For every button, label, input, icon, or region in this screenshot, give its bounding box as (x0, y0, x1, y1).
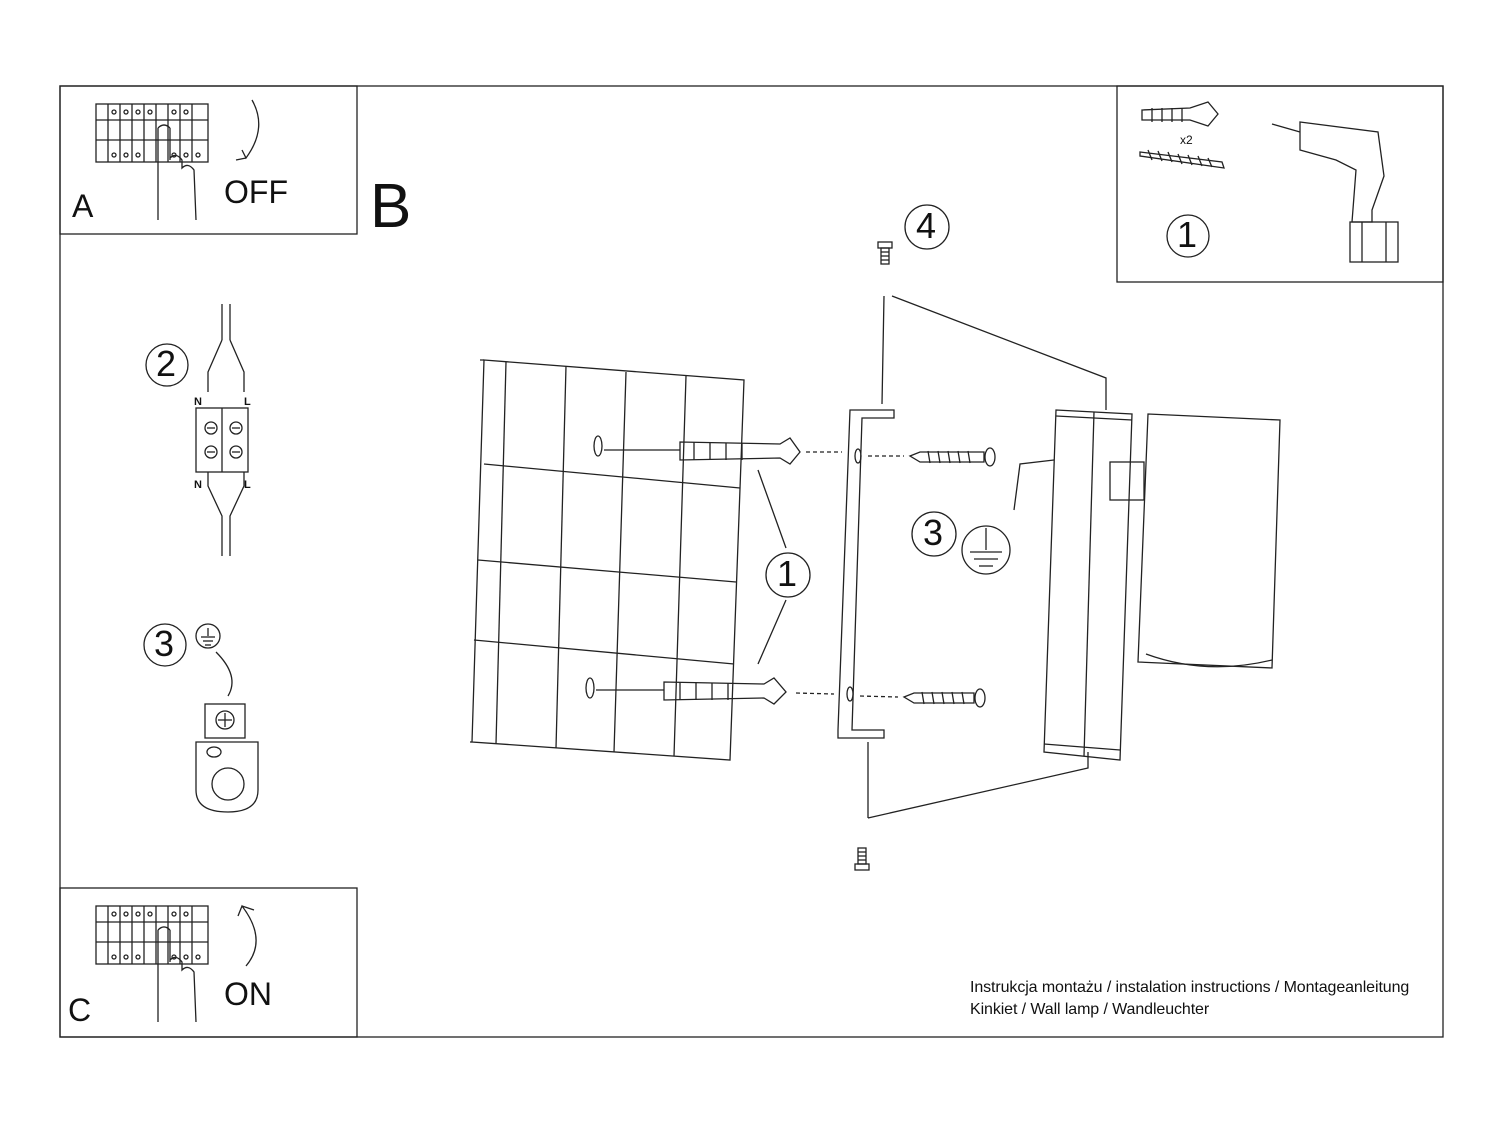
tiled-wall (470, 359, 745, 761)
leader-line (881, 295, 1107, 410)
wall-plug-icon (1141, 101, 1219, 127)
off-label: OFF (224, 174, 288, 210)
step-circle (765, 552, 811, 598)
panel-b-letter: B (370, 172, 412, 241)
step-number-dowels: 1 (777, 553, 798, 594)
caption-line-1: Instrukcja montażu / instalation instruc… (970, 979, 1410, 996)
terminal-block-icon (195, 304, 249, 556)
step-circle (145, 343, 189, 387)
step-circle (911, 511, 957, 557)
leader-line (867, 742, 1089, 819)
circuit-breaker-icon (95, 905, 209, 965)
arrow-icon (237, 904, 257, 967)
hand-icon (157, 926, 197, 1023)
step-circle (904, 204, 950, 250)
ground-terminal-icon (195, 703, 259, 813)
on-label: ON (224, 976, 272, 1012)
mounting-bracket (795, 409, 904, 739)
screw-icon (902, 688, 986, 708)
step-number-ground: 3 (154, 623, 175, 664)
panel-c-frame (59, 887, 358, 1038)
quantity-label: x2 (1180, 133, 1193, 147)
caption-line-2: Kinkiet / Wall lamp / Wandleuchter (970, 1001, 1210, 1018)
panel-c-letter: C (68, 992, 92, 1028)
wall-plug-icon (593, 435, 801, 465)
outer-frame (59, 85, 1444, 1038)
live-bottom-label: L (244, 479, 251, 491)
ground-wire (1013, 459, 1055, 511)
drill-icon (1271, 121, 1399, 263)
step-circle (1166, 214, 1210, 258)
neutral-bottom-label: N (194, 479, 202, 491)
live-top-label: L (244, 396, 251, 408)
hand-icon (157, 124, 197, 221)
ground-wire (215, 651, 233, 697)
panel-a-letter: A (72, 188, 94, 224)
screw-icon (877, 241, 893, 265)
screw-icon (1139, 149, 1225, 169)
step-number-ground-main: 3 (923, 512, 944, 553)
tools-frame (1116, 85, 1444, 283)
panel-a-frame (59, 85, 358, 235)
step-number-tools: 1 (1177, 214, 1198, 255)
screw-icon (854, 847, 870, 871)
step-number-wiring: 2 (156, 343, 177, 384)
leader-line (757, 469, 787, 665)
wall-plug-icon (585, 677, 787, 705)
step-circle (143, 623, 187, 667)
screw-icon (908, 447, 996, 467)
step-number-screw: 4 (916, 205, 937, 246)
ground-symbol-icon (961, 525, 1011, 575)
lamp-base (1043, 409, 1133, 761)
arrow-icon (235, 99, 260, 161)
ground-symbol-icon (195, 623, 221, 649)
circuit-breaker-icon (95, 103, 209, 163)
lamp-body (1109, 413, 1281, 669)
neutral-top-label: N (194, 396, 202, 408)
